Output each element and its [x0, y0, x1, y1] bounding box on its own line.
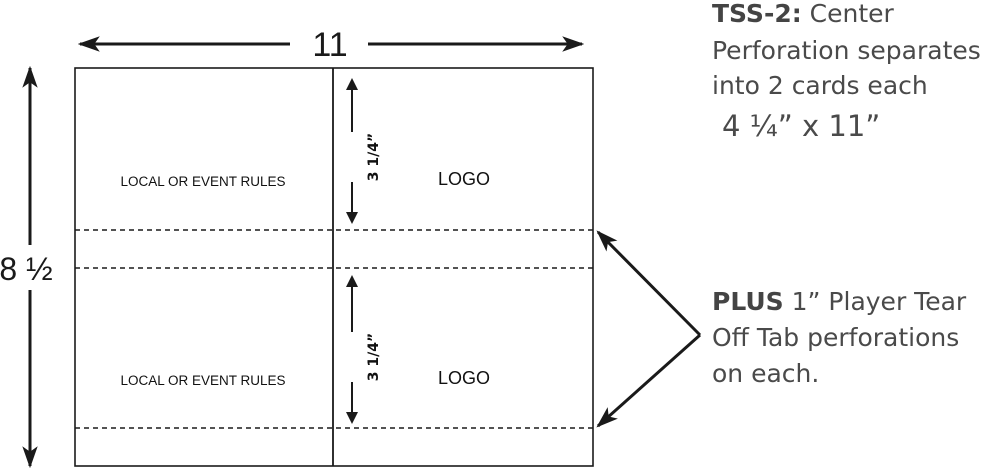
tss2-line3: into 2 cards each: [712, 71, 928, 100]
card-top-left-text: LOCAL OR EVENT RULES: [120, 174, 285, 189]
tss2-line1: Center: [802, 0, 895, 28]
tss2-description: TSS-2: Center Perforation separates into…: [712, 0, 981, 143]
width-dimension: 11: [77, 26, 585, 64]
sheet-outline: [74, 67, 594, 467]
height-dimension: 8 ½: [0, 65, 53, 469]
card-height-label-top: 3 1/4”: [366, 133, 382, 181]
perforation-pointer-arrows: [596, 230, 702, 428]
svg-text:PLUS 1” Player Tear: PLUS 1” Player Tear: [712, 287, 967, 316]
plus-title: PLUS: [712, 287, 784, 316]
card-top-right-logo: LOGO: [438, 169, 490, 189]
tss2-line2: Perforation separates: [712, 36, 981, 65]
plus-line1: 1” Player Tear: [784, 287, 967, 316]
card-height-label-bottom: 3 1/4”: [366, 333, 382, 381]
tss2-title: TSS-2:: [712, 0, 802, 28]
tear-off-perforations: [75, 229, 593, 429]
plus-line3: on each.: [712, 359, 819, 388]
plus-line2: Off Tab perforations: [712, 323, 959, 352]
card-bottom-right-logo: LOGO: [438, 368, 490, 388]
tss2-size: 4 ¼” x 11”: [722, 109, 880, 143]
svg-text:TSS-2: Center: TSS-2: Center: [712, 0, 895, 28]
height-label: 8 ½: [0, 251, 53, 287]
card-height-dimension-bottom: 3 1/4”: [346, 275, 382, 424]
card-height-dimension-top: 3 1/4”: [346, 78, 382, 224]
card-bottom-left-text: LOCAL OR EVENT RULES: [120, 373, 285, 388]
pointer-arrow-lower: [596, 333, 701, 428]
plus-description: PLUS 1” Player Tear Off Tab perforations…: [712, 287, 967, 388]
width-label: 11: [312, 26, 347, 64]
pointer-arrow-upper: [596, 230, 702, 337]
